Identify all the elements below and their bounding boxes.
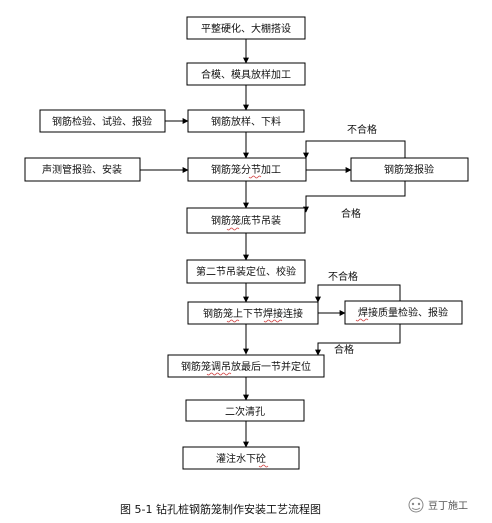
- side-weld-quality-inspection-label: 焊接质量检验、报验: [358, 306, 448, 319]
- step-last-section-positioning: 钢筋笼调吊放最后一节并定位: [167, 354, 325, 378]
- side-sonic-tube-inspection-label: 声测管报验、安装: [42, 163, 122, 176]
- spell-underline: [355, 318, 369, 322]
- step-section-welding-label: 钢筋笼上下节焊接连接: [203, 307, 303, 320]
- step-bottom-section-hoisting: 钢筋笼底节吊装: [186, 207, 306, 234]
- step-second-section-positioning-label: 第二节吊装定位、校验: [196, 265, 296, 278]
- spell-underline: [248, 175, 262, 179]
- side-weld-quality-inspection: 焊接质量检验、报验: [344, 300, 463, 325]
- step-cage-section-fabrication: 钢筋笼分节加工: [187, 157, 307, 182]
- spell-underline: [226, 319, 283, 323]
- step-level-and-canopy-label: 平整硬化、大棚搭设: [201, 22, 291, 35]
- step-second-section-positioning: 第二节吊装定位、校验: [186, 259, 306, 284]
- watermark-logo-icon: [408, 497, 424, 513]
- step-level-and-canopy: 平整硬化、大棚搭设: [186, 16, 306, 40]
- step-last-section-positioning-label: 钢筋笼调吊放最后一节并定位: [181, 360, 311, 373]
- watermark-text: 豆丁施工: [428, 499, 468, 512]
- watermark: 豆丁施工: [408, 497, 468, 513]
- step-formwork: 合模、模具放样加工: [186, 62, 306, 86]
- connectors: [140, 39, 406, 448]
- step-underwater-concrete: 灌注水下砼: [182, 446, 300, 470]
- edge-right1-pass: [303, 181, 406, 213]
- figure-caption: 图 5-1 钻孔桩钢筋笼制作安装工艺流程图: [120, 502, 321, 516]
- label-pass-2: 合格: [334, 343, 354, 356]
- edge-right2-pass: [315, 324, 401, 356]
- side-sonic-tube-inspection: 声测管报验、安装: [24, 157, 141, 182]
- label-fail-1: 不合格: [347, 123, 377, 136]
- side-cage-inspection: 钢筋笼报验: [350, 157, 469, 182]
- step-secondary-hole-cleaning: 二次清孔: [185, 399, 305, 422]
- step-section-welding: 钢筋笼上下节焊接连接: [187, 301, 319, 325]
- step-cage-section-fabrication-label: 钢筋笼分节加工: [211, 163, 281, 176]
- side-rebar-inspection-label: 钢筋检验、试验、报验: [52, 115, 152, 128]
- step-rebar-cutting: 钢筋放样、下料: [187, 109, 305, 133]
- edge-right2-fail: [315, 284, 401, 303]
- edge-right1-fail: [303, 140, 406, 159]
- spell-underline: [258, 464, 269, 468]
- step-rebar-cutting-label: 钢筋放样、下料: [211, 115, 281, 128]
- side-cage-inspection-label: 钢筋笼报验: [384, 163, 434, 176]
- step-secondary-hole-cleaning-label: 二次清孔: [225, 405, 265, 418]
- step-formwork-label: 合模、模具放样加工: [201, 68, 291, 81]
- label-pass-1: 合格: [341, 207, 361, 220]
- spell-underline: [206, 372, 232, 376]
- step-bottom-section-hoisting-label: 钢筋笼底节吊装: [211, 214, 281, 227]
- side-rebar-inspection: 钢筋检验、试验、报验: [39, 109, 166, 133]
- spell-underline: [226, 227, 240, 231]
- label-fail-2: 不合格: [328, 270, 358, 283]
- step-underwater-concrete-label: 灌注水下砼: [216, 452, 266, 465]
